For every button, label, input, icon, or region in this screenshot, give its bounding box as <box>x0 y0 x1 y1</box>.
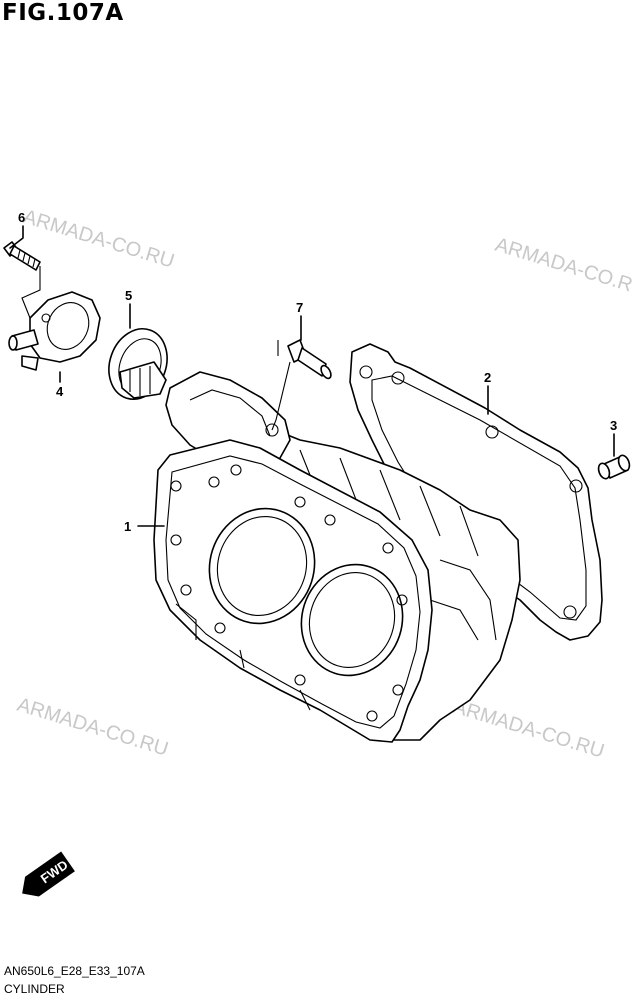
dowel-pin-part <box>597 454 631 480</box>
watermark-4: ARMADA-CO.RU <box>15 694 171 761</box>
callout-1: 1 <box>124 519 131 534</box>
guide-7 <box>271 340 291 431</box>
callout-4: 4 <box>56 384 64 399</box>
callout-7: 7 <box>296 300 303 315</box>
cylinder-block <box>153 371 521 743</box>
diagram-name: CYLINDER <box>4 982 65 996</box>
callout-3: 3 <box>610 418 617 433</box>
guide-6-4 <box>21 266 41 319</box>
leader-6 <box>9 225 24 249</box>
fwd-arrow-badge: FWD <box>22 851 75 897</box>
figure-title: FIG.107A <box>2 0 124 26</box>
watermark-1: ARMADA-CO.RU <box>21 206 177 273</box>
diagram-code: AN650L6_E28_E33_107A <box>4 964 145 978</box>
thermostat-part <box>108 328 168 400</box>
callout-2: 2 <box>484 370 491 385</box>
callouts: 6 4 5 7 2 3 1 <box>18 210 617 534</box>
thermostat-cover-part <box>8 291 101 371</box>
fitting-part <box>287 339 332 380</box>
leader-lines <box>9 225 615 527</box>
fwd-arrow-icon <box>22 851 75 897</box>
callout-6: 6 <box>18 210 25 225</box>
watermark-2: ARMADA-CO.RU <box>493 234 632 301</box>
bolt-part <box>3 241 41 271</box>
watermark-5: ARMADA-CO.RU <box>451 696 607 763</box>
callout-5: 5 <box>125 288 132 303</box>
